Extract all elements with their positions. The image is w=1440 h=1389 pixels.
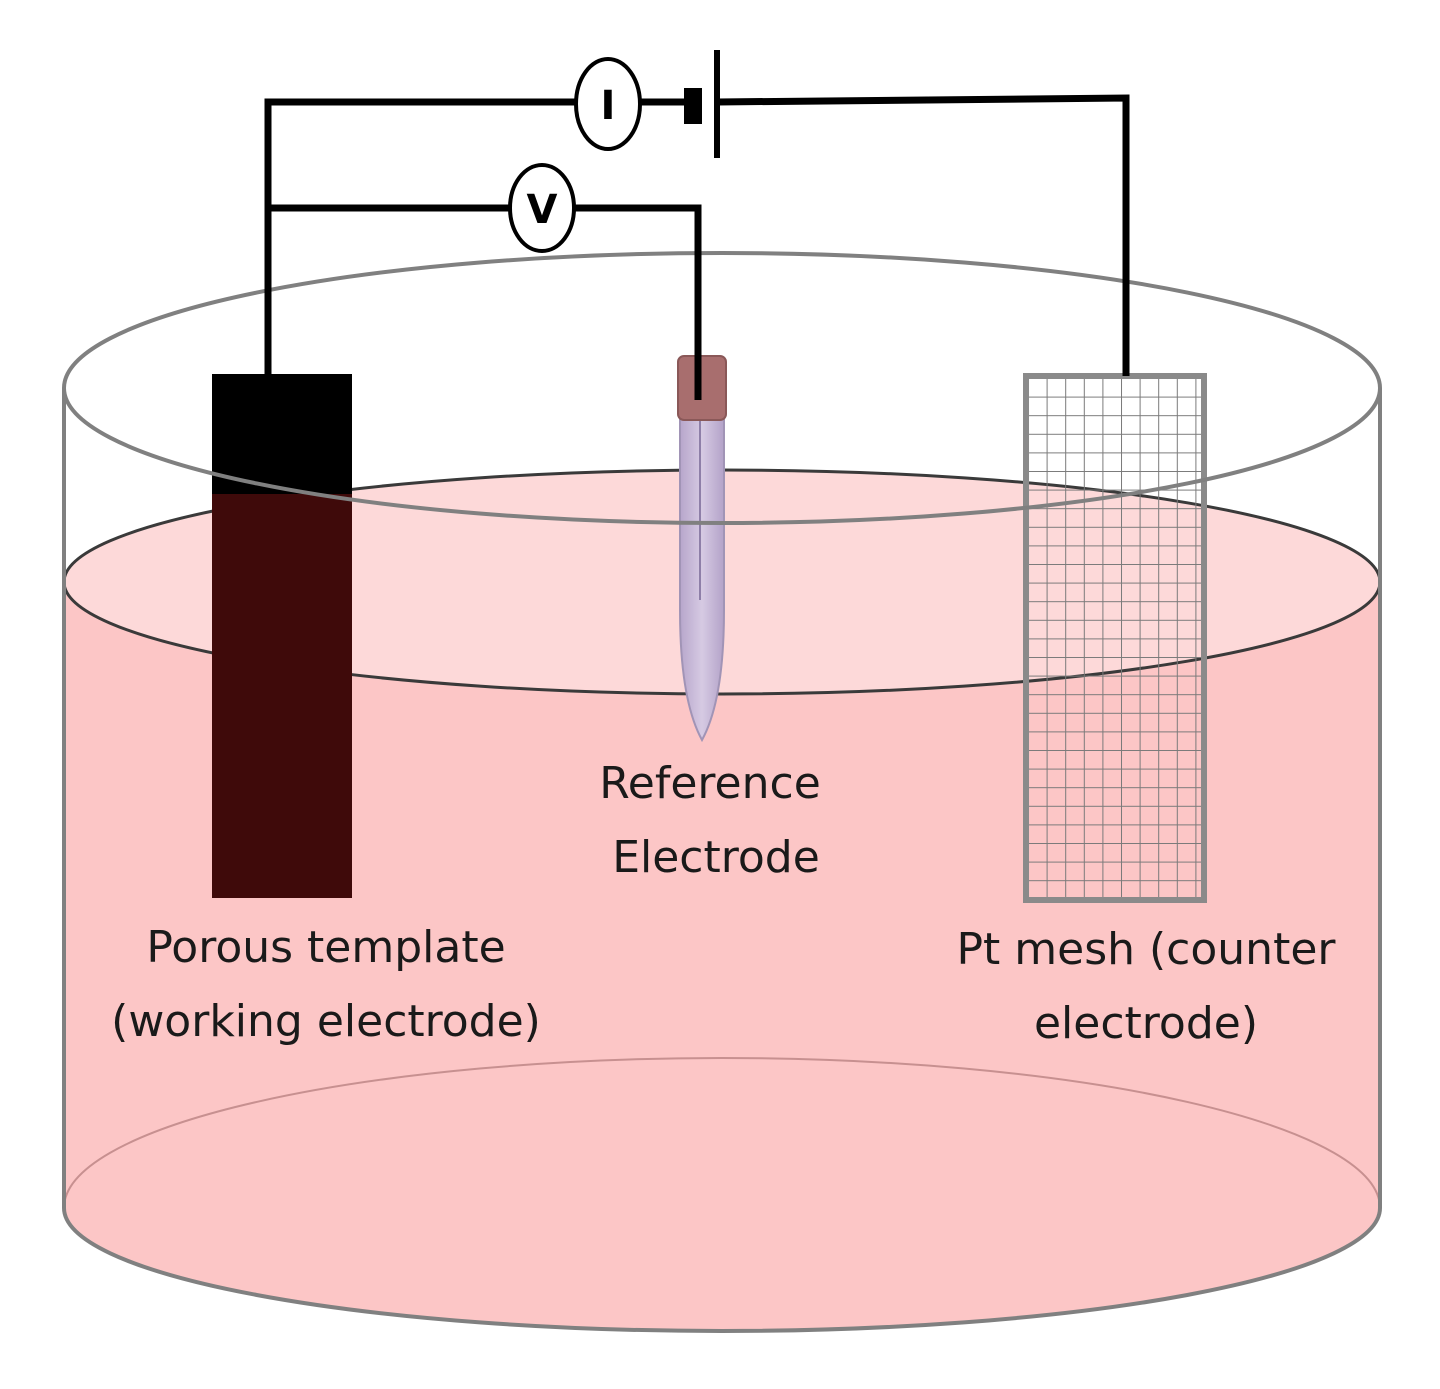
- working-electrode-lead: [264, 98, 578, 374]
- voltmeter-label: V: [527, 187, 558, 233]
- battery-symbol: [684, 50, 720, 158]
- reference-label-line2: Electrode: [612, 832, 820, 883]
- working-electrode-top: [212, 374, 352, 494]
- beaker-bottom-front-edge: [62, 1207, 1382, 1333]
- working-label-line1: Porous template: [146, 922, 505, 973]
- circuit-wires: [264, 94, 1130, 400]
- reference-electrode-cap: [677, 355, 727, 421]
- counter-label-line2: electrode): [1034, 998, 1258, 1049]
- ammeter-label: I: [601, 83, 616, 129]
- reference-electrode: [677, 355, 727, 743]
- working-label-line2: (working electrode): [111, 996, 541, 1047]
- voltmeter-to-reference-wire: [574, 204, 702, 400]
- voltmeter: V: [508, 163, 576, 253]
- reference-label-line1: Reference: [599, 758, 821, 809]
- reference-electrode-tube: [679, 417, 725, 743]
- ammeter: I: [574, 57, 642, 151]
- beaker-bottom-back-edge: [63, 1057, 1381, 1209]
- battery-to-counter-wire: [717, 94, 1130, 376]
- working-electrode-submerged: [212, 494, 352, 898]
- counter-electrode-mesh: [1023, 373, 1207, 903]
- counter-label-line1: Pt mesh (counter: [957, 924, 1337, 975]
